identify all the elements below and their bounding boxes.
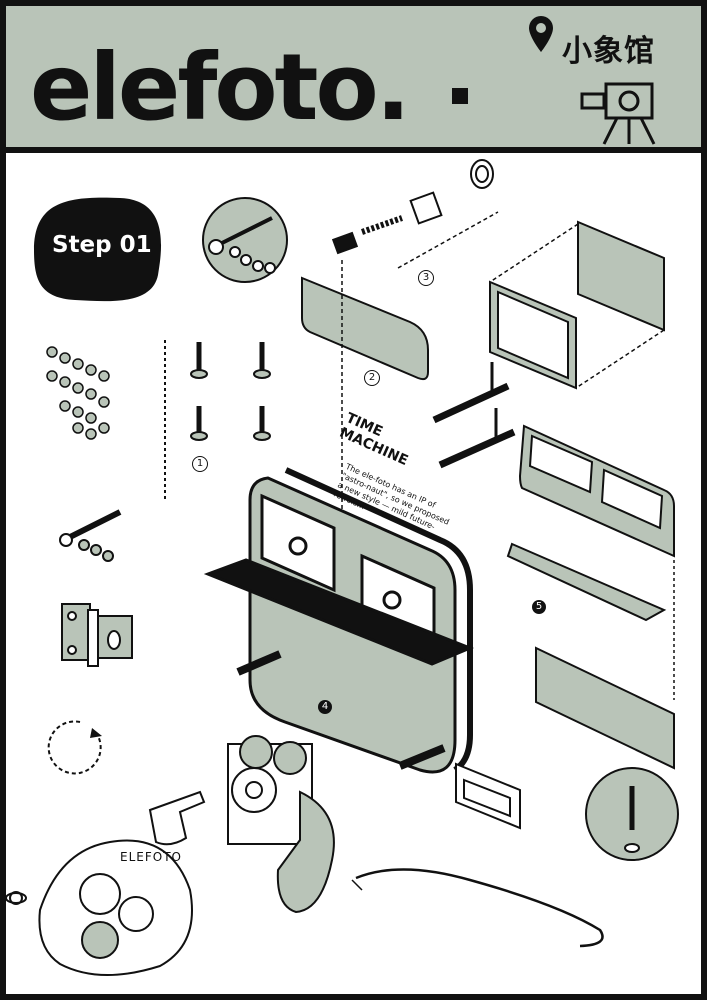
brand-dot bbox=[452, 88, 468, 104]
elefoto-badge-label: ELEFOTO bbox=[120, 850, 182, 864]
side-bolt bbox=[59, 509, 122, 562]
family-bubble bbox=[5, 839, 193, 977]
brand-wordmark: elefoto. bbox=[30, 34, 411, 141]
gauge-icon bbox=[585, 767, 679, 861]
frame-panel bbox=[489, 220, 665, 390]
hinge bbox=[61, 603, 133, 667]
pegs bbox=[190, 342, 271, 441]
location-pin-icon bbox=[529, 16, 553, 52]
stand-bars bbox=[432, 362, 516, 469]
pointing-hand-icon bbox=[148, 790, 206, 846]
rotary-phone bbox=[227, 735, 335, 914]
step-number-2: 2 bbox=[364, 370, 380, 386]
digital-clock bbox=[455, 762, 521, 830]
header-band bbox=[6, 6, 701, 148]
step-badge bbox=[34, 197, 162, 302]
time-machine-body bbox=[203, 467, 474, 774]
rotate-arrow-icon bbox=[47, 720, 102, 775]
power-cable bbox=[355, 868, 604, 948]
location-name: 小象馆 bbox=[562, 34, 655, 69]
bolt-assembly bbox=[331, 159, 494, 255]
assembly-arrow-3 bbox=[397, 211, 499, 269]
window-panel bbox=[506, 424, 675, 770]
step-number-3: 3 bbox=[418, 270, 434, 286]
step-number-1: 1 bbox=[192, 456, 208, 472]
camera-tripod-icon bbox=[580, 82, 656, 145]
step-label: Step 01 bbox=[52, 232, 152, 258]
step-number-4: 4 bbox=[318, 700, 332, 714]
top-panel bbox=[301, 276, 429, 381]
small-screws bbox=[46, 346, 110, 440]
screw-detail-bubble bbox=[202, 197, 288, 283]
step-number-5: 5 bbox=[532, 600, 546, 614]
